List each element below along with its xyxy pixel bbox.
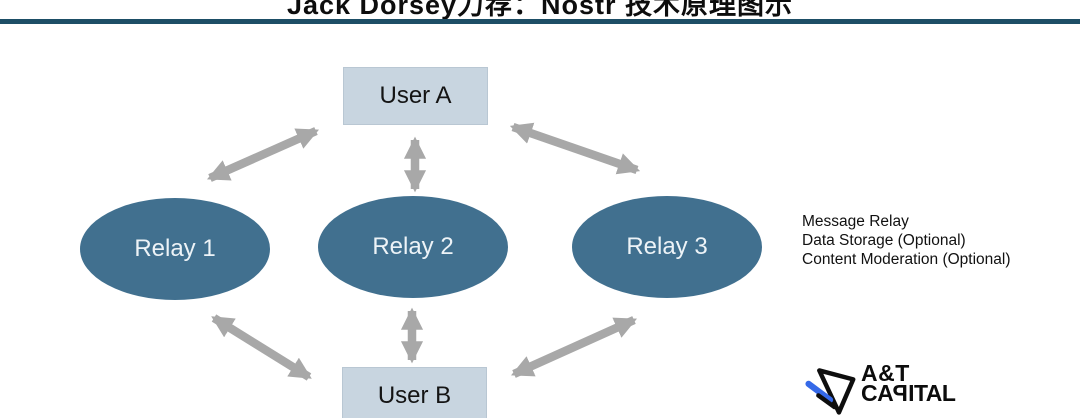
annotation-content-moderation: Content Moderation (Optional) bbox=[802, 251, 1011, 268]
at-capital-logo-icon bbox=[805, 368, 856, 415]
logo-line2-pre: CA bbox=[861, 380, 894, 406]
node-relay-2: Relay 2 bbox=[318, 196, 508, 298]
node-user-a-label: User A bbox=[379, 82, 452, 109]
at-capital-logo: A&T CAPITAL bbox=[803, 360, 956, 416]
arrow-relay1-userb bbox=[211, 314, 312, 381]
node-relay-3: Relay 3 bbox=[572, 196, 762, 298]
node-relay-1-label: Relay 1 bbox=[134, 235, 216, 262]
at-capital-logo-text: A&T CAPITAL bbox=[861, 360, 956, 407]
logo-line2-mirrored-p: P bbox=[893, 380, 909, 406]
arrow-usera-relay3 bbox=[509, 122, 641, 175]
header-divider bbox=[0, 19, 1080, 24]
annotation-data-storage: Data Storage (Optional) bbox=[802, 232, 966, 249]
node-user-b: User B bbox=[342, 367, 487, 418]
node-relay-2-label: Relay 2 bbox=[372, 233, 454, 260]
arrow-relay3-userb bbox=[510, 316, 638, 378]
logo-line2: CAPITAL bbox=[861, 380, 956, 406]
relay-annotations: Message Relay Data Storage (Optional) Co… bbox=[802, 212, 1011, 269]
node-user-a: User A bbox=[343, 67, 488, 125]
node-relay-1: Relay 1 bbox=[80, 198, 270, 300]
node-user-b-label: User B bbox=[377, 381, 452, 409]
annotation-message-relay: Message Relay bbox=[802, 213, 909, 230]
arrow-usera-relay1 bbox=[206, 127, 320, 182]
logo-line1: A&T bbox=[861, 360, 910, 386]
logo-line2-post: ITAL bbox=[908, 380, 956, 406]
page-title: Jack Dorsey力荐：Nostr 技术原理图示 bbox=[286, 0, 794, 20]
node-relay-3-label: Relay 3 bbox=[626, 233, 708, 260]
